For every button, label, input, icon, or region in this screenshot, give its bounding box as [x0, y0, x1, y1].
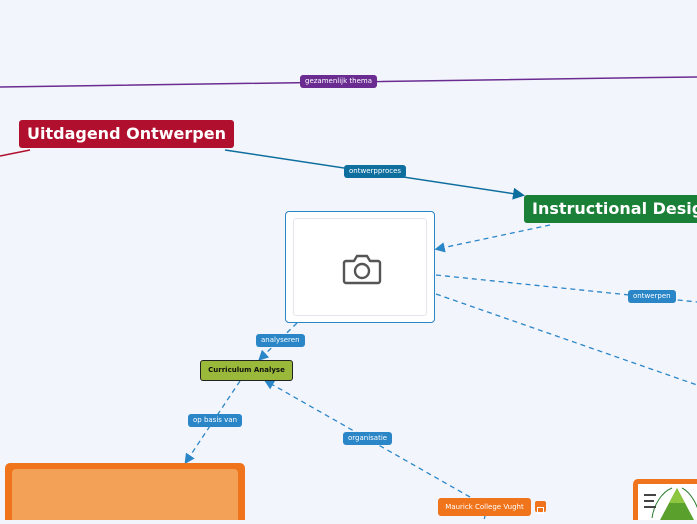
node-maurick-college-vught[interactable]: Maurick College Vught: [438, 498, 531, 516]
note-icon[interactable]: [535, 501, 546, 514]
edge-label-ontwerpen[interactable]: ontwerpen: [628, 290, 676, 303]
edge-label-ontwerpproces[interactable]: ontwerpproces: [344, 165, 407, 178]
connector-maurick-down: [483, 515, 486, 520]
connector-uitdagend-left: [0, 149, 31, 157]
orange-image-right-inner: [638, 484, 697, 520]
connector-instructional-to-image: [434, 224, 551, 253]
orange-image-node-right[interactable]: [633, 479, 697, 520]
edge-label-organisatie[interactable]: organisatie: [343, 432, 393, 445]
image-node[interactable]: [285, 211, 435, 323]
connector-lower-right: [435, 293, 697, 386]
image-placeholder-frame: [293, 218, 427, 316]
edge-label-analyseren[interactable]: analyseren: [256, 334, 305, 347]
edge-label-op-basis-van[interactable]: op basis van: [188, 414, 243, 427]
pyramid-diagram-thumbnail: [644, 487, 697, 520]
edge-label-gezamenlijk-thema[interactable]: gezamenlijk thema: [300, 75, 377, 88]
note-icon-glyph: [537, 507, 544, 514]
node-instructional-design[interactable]: Instructional Design: [524, 195, 697, 223]
node-uitdagend-ontwerpen[interactable]: Uitdagend Ontwerpen: [19, 120, 234, 148]
camera-icon: [342, 254, 382, 285]
node-curriculum-analyse[interactable]: Curriculum Analyse: [200, 360, 293, 381]
orange-image-node[interactable]: [5, 463, 245, 520]
orange-image-inner: [12, 469, 238, 520]
